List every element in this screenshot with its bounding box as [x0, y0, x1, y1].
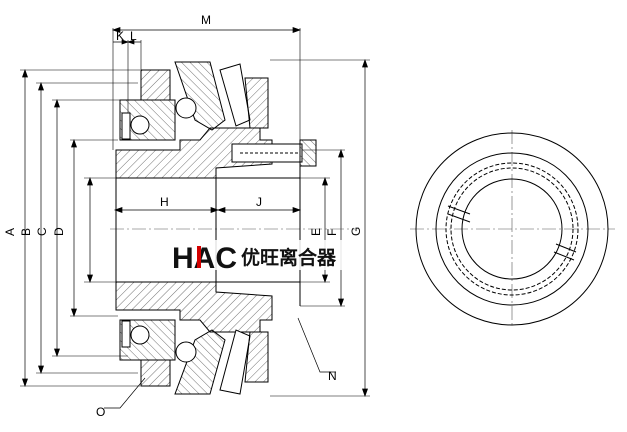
- logo-chinese-name: 优旺离合器: [241, 246, 337, 269]
- label-E: E: [309, 228, 323, 236]
- label-A: A: [3, 228, 17, 236]
- label-M: M: [201, 13, 211, 27]
- label-G: G: [349, 227, 363, 236]
- dimension-lines: [22, 27, 368, 398]
- end-view: [410, 130, 615, 328]
- label-O: O: [96, 405, 105, 419]
- section-view: [115, 61, 273, 395]
- logo-brand: HAC: [172, 242, 237, 275]
- label-N: N: [328, 369, 337, 383]
- leader-lines: [104, 317, 336, 409]
- label-C: C: [35, 227, 49, 236]
- extension-lines: [20, 28, 370, 397]
- label-D: D: [52, 227, 66, 236]
- bolt: [231, 139, 317, 167]
- bore-outline: [115, 150, 301, 306]
- label-F: F: [325, 229, 339, 236]
- logo-accent-bar: [197, 246, 201, 268]
- label-K: K: [116, 29, 124, 43]
- brand-logo: HAC 优旺离合器: [170, 240, 360, 275]
- label-H: H: [160, 195, 169, 209]
- label-L: L: [130, 29, 137, 43]
- label-B: B: [19, 228, 33, 236]
- label-J: J: [256, 195, 262, 209]
- dimension-labels: A B C D E F G M K L H J N O: [3, 13, 363, 419]
- bearing-balls: [121, 97, 197, 363]
